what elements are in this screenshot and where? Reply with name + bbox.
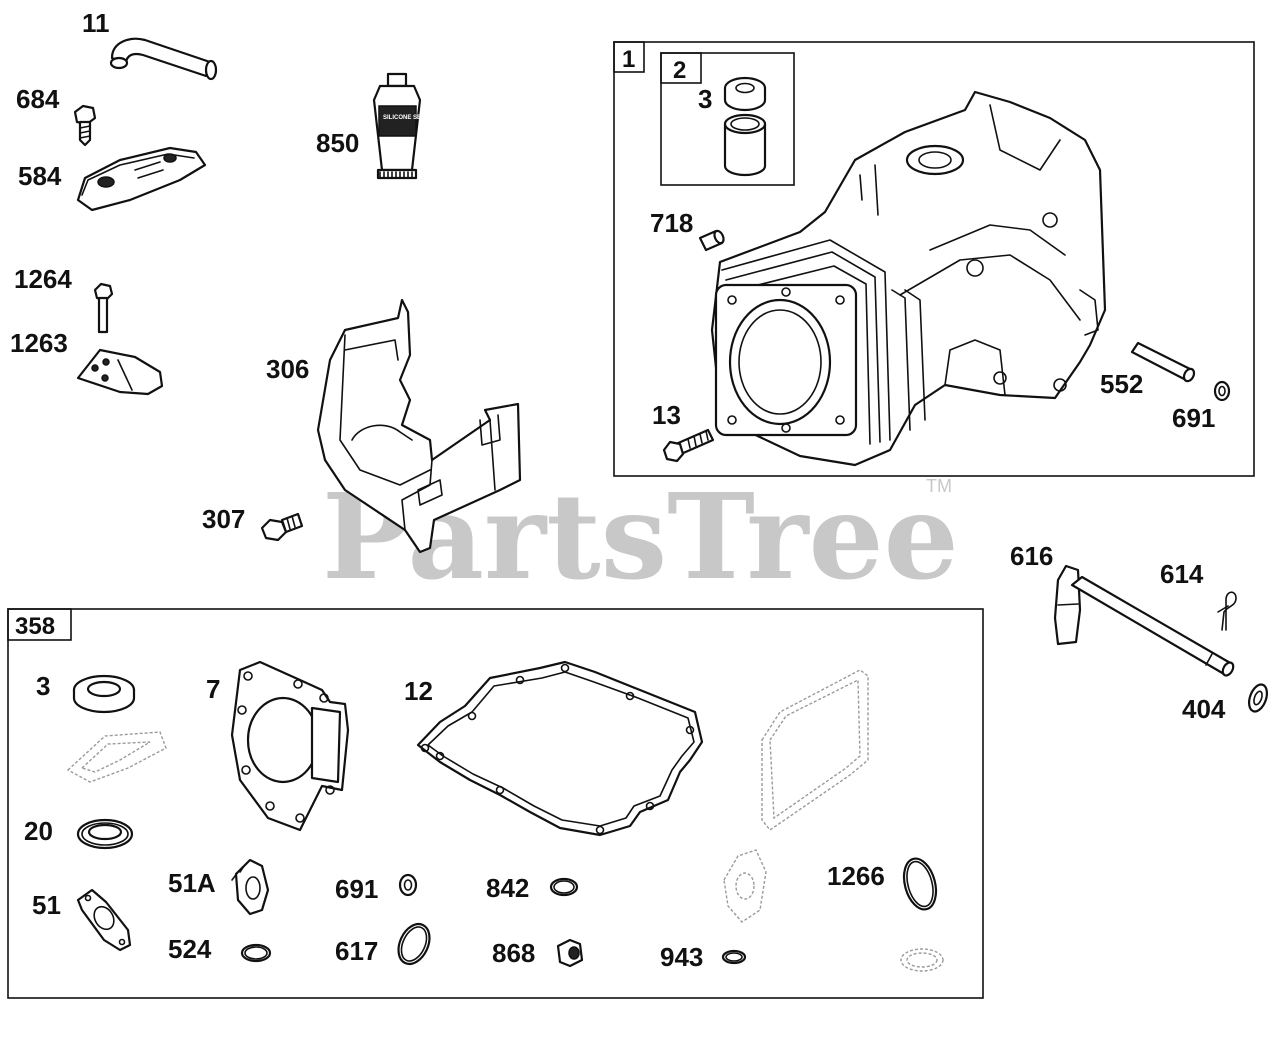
- cylinder-assembly-frame: 1 2: [613, 41, 1255, 477]
- callout-684: 684: [16, 84, 60, 114]
- seal-part-3[interactable]: [723, 76, 767, 112]
- cylinder-block[interactable]: [710, 90, 1107, 467]
- oring-524[interactable]: [240, 943, 272, 963]
- callout-691-top: 691: [1172, 403, 1215, 433]
- gasket-set-frame: 358: [7, 608, 984, 999]
- callout-11: 11: [82, 8, 110, 38]
- callout-842: 842: [486, 873, 529, 903]
- callout-943: 943: [660, 942, 703, 972]
- screw-684[interactable]: [73, 104, 97, 147]
- callout-306: 306: [266, 354, 309, 384]
- callout-584: 584: [18, 161, 62, 191]
- callout-20: 20: [24, 816, 53, 846]
- oring-842[interactable]: [549, 877, 579, 897]
- seal-691-top[interactable]: [1213, 380, 1231, 402]
- seal-691-kit[interactable]: [398, 873, 418, 897]
- sealant-tube-label: SILICONE SEALANT: [383, 115, 442, 121]
- gasket-51[interactable]: [76, 888, 132, 952]
- sump-gasket-12[interactable]: [416, 660, 704, 837]
- screw-307[interactable]: [260, 512, 304, 542]
- ghost-gasket-left: [66, 731, 167, 783]
- callout-616: 616: [1010, 541, 1053, 571]
- bolt-1264[interactable]: [93, 282, 114, 334]
- sealant-tube-850[interactable]: SILICONE SEALANT: [372, 72, 442, 180]
- sleeve-part[interactable]: [723, 113, 767, 177]
- callout-1264: 1264: [14, 264, 72, 294]
- dowel-pin-718[interactable]: [698, 229, 725, 252]
- callout-524: 524: [168, 934, 212, 964]
- callout-850: 850: [316, 128, 359, 158]
- grommet-868[interactable]: [556, 938, 584, 968]
- bolt-13[interactable]: [662, 428, 715, 463]
- callout-51: 51: [32, 890, 61, 920]
- callout-3-kit: 3: [36, 671, 50, 701]
- callout-552: 552: [1100, 369, 1143, 399]
- watermark-trademark: TM: [926, 476, 952, 496]
- ghost-gasket-small: [723, 849, 767, 923]
- callout-1266: 1266: [827, 861, 885, 891]
- cover-584[interactable]: [76, 146, 207, 212]
- box-label-358: 358: [15, 613, 55, 640]
- callout-617: 617: [335, 936, 378, 966]
- air-guide-306[interactable]: [316, 298, 522, 554]
- governor-shaft-616[interactable]: [1053, 564, 1235, 677]
- box-label-2: 2: [673, 57, 686, 84]
- gasket-51A[interactable]: [231, 858, 270, 916]
- callout-718: 718: [650, 208, 693, 238]
- ghost-oring: [900, 948, 944, 972]
- callout-868: 868: [492, 938, 535, 968]
- oring-1266[interactable]: [899, 855, 941, 913]
- callout-614: 614: [1160, 559, 1204, 589]
- seal-20[interactable]: [76, 818, 134, 850]
- oring-617[interactable]: [392, 919, 435, 969]
- plate-1263[interactable]: [76, 348, 164, 396]
- seal-3-kit[interactable]: [72, 674, 136, 714]
- callout-404: 404: [1182, 694, 1226, 724]
- oring-943[interactable]: [721, 949, 747, 965]
- callout-7: 7: [206, 674, 220, 704]
- callout-307: 307: [202, 504, 245, 534]
- breather-tube-11[interactable]: [109, 37, 218, 81]
- callout-13: 13: [652, 400, 681, 430]
- callout-691-kit: 691: [335, 874, 378, 904]
- ghost-gasket-right: [761, 669, 869, 831]
- head-gasket-7[interactable]: [230, 660, 350, 832]
- callout-1263: 1263: [10, 328, 68, 358]
- hairpin-614[interactable]: [1217, 591, 1237, 631]
- callout-51A: 51A: [168, 868, 216, 898]
- callout-12: 12: [404, 676, 433, 706]
- washer-404[interactable]: [1246, 682, 1271, 714]
- box-label-1: 1: [622, 46, 635, 73]
- callout-3-top: 3: [698, 84, 712, 114]
- dowel-552[interactable]: [1130, 341, 1196, 383]
